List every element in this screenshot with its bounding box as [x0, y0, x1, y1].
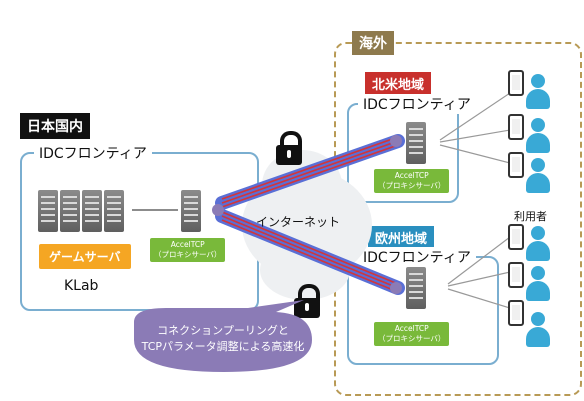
north-america-frame-title: IDCフロンティア: [358, 94, 476, 114]
tunnel-north-america: [215, 134, 405, 210]
person-icon: [525, 118, 551, 154]
person-icon: [525, 74, 551, 110]
domestic-idc-frame: [20, 152, 259, 311]
game-server-badge: ゲームサーバ: [39, 244, 131, 269]
users-label: 利用者: [514, 210, 547, 223]
smartphone-icon: [508, 152, 524, 178]
person-icon: [525, 158, 551, 194]
north-america-proxy-server-icon: [406, 122, 426, 164]
domestic-tag: 日本国内: [20, 113, 90, 139]
overseas-tag: 海外: [352, 31, 394, 55]
person-icon: [525, 312, 551, 348]
smartphone-icon: [508, 224, 524, 250]
person-icon: [525, 266, 551, 302]
callout-bubble: [134, 300, 312, 372]
europe-tag: 欧州地域: [368, 226, 435, 249]
person-icon: [525, 226, 551, 262]
user-fan-lines: [439, 92, 511, 309]
internet-label: インターネット: [256, 215, 341, 229]
tunnel-endpoint-north-america: [390, 135, 402, 147]
europe-proxy-server-icon: [406, 267, 426, 309]
north-america-tag: 北米地域: [365, 72, 432, 95]
europe-frame-title: IDCフロンティア: [358, 247, 476, 267]
smartphone-icon: [508, 262, 524, 288]
north-america-acceltcp-badge: AccelTCP （プロキシサーバ）: [374, 169, 450, 193]
domestic-acceltcp-badge: AccelTCP （プロキシサーバ）: [150, 238, 226, 262]
game-server-icon: [60, 190, 80, 232]
smartphone-icon: [508, 300, 524, 326]
tunnel-endpoint-europe: [390, 282, 402, 294]
lock-icon: [276, 131, 302, 165]
domestic-proxy-server-icon: [181, 190, 201, 232]
europe-acceltcp-badge: AccelTCP （プロキシサーバ）: [374, 322, 450, 346]
game-server-icon: [38, 190, 58, 232]
tunnel-endpoint-domestic: [212, 204, 224, 216]
game-server-icon: [104, 190, 124, 232]
smartphone-icon: [508, 114, 524, 140]
game-server-icon: [82, 190, 102, 232]
klab-label: KLab: [64, 278, 99, 294]
lock-icon: [294, 284, 320, 318]
smartphone-icon: [508, 70, 524, 96]
domestic-frame-title: IDCフロンティア: [34, 143, 152, 163]
callout-text: コネクションプーリングと TCPパラメータ調整による高速化: [141, 324, 305, 353]
tunnel-europe: [215, 209, 405, 295]
